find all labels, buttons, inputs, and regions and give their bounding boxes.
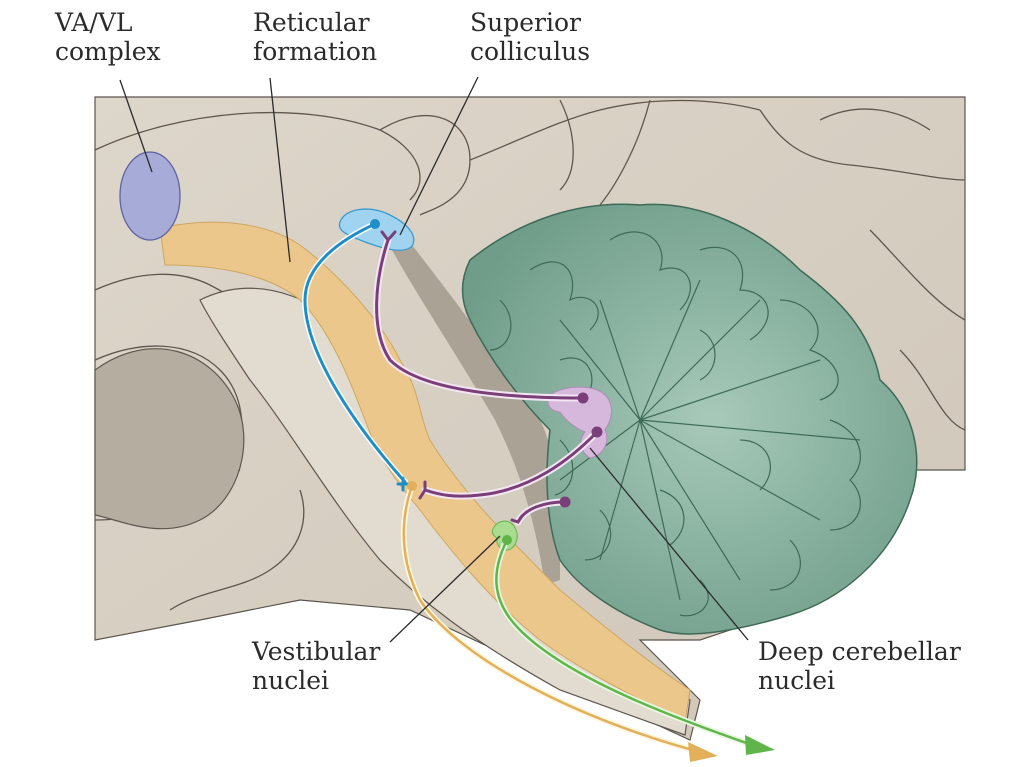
- label-line: Superior: [470, 8, 581, 37]
- ventricle-cavity: [94, 348, 245, 530]
- green-cell-body: [502, 535, 512, 545]
- pathways: [301, 219, 775, 762]
- label-line: colliculus: [470, 37, 591, 66]
- yellow-cell-body: [407, 481, 417, 491]
- purple-cell-body-3: [559, 496, 571, 508]
- leader-deep-cerebellar: [589, 447, 749, 641]
- label-line: formation: [253, 37, 378, 66]
- purple-terminal-vestibular: [510, 514, 524, 524]
- label-deep-cerebellar-nuclei: Deep cerebellar nuclei: [758, 637, 961, 695]
- leader-lines: [119, 76, 749, 643]
- fourth-ventricle-shadow: [392, 230, 560, 585]
- pathway-blue-core: [303, 222, 407, 484]
- label-line: Deep cerebellar: [758, 637, 961, 666]
- purple-cell-body-2: [591, 426, 603, 438]
- pathway-purple-reticular: [423, 430, 599, 498]
- deep-cerebellar-nuclei: [547, 386, 612, 459]
- pathway-purple-colliculus: [375, 238, 585, 400]
- label-line: complex: [55, 37, 161, 66]
- purple-terminal-reticular: [418, 480, 427, 500]
- pathway-yellow-reticulospinal: [402, 484, 702, 754]
- green-arrowhead: [745, 735, 775, 755]
- purple-terminal-colliculus: [380, 230, 397, 243]
- label-line: nuclei: [758, 666, 835, 695]
- cerebellum: [461, 203, 918, 635]
- label-line: Reticular: [253, 8, 370, 37]
- blue-cell-body: [370, 219, 380, 229]
- leader-colliculus: [399, 76, 479, 236]
- label-superior-colliculus: Superior colliculus: [470, 8, 590, 66]
- label-reticular-formation: Reticular formation: [253, 8, 377, 66]
- blue-terminal: [396, 476, 410, 492]
- purple-cell-body-1: [577, 392, 589, 404]
- leader-va-vl: [119, 79, 153, 173]
- va-vl-complex: [119, 151, 181, 241]
- label-line: Vestibular: [252, 637, 381, 666]
- leader-reticular: [269, 77, 291, 263]
- label-line: nuclei: [252, 666, 329, 695]
- label-va-vl-complex: VA/VL complex: [55, 8, 161, 66]
- leader-vestibular: [389, 535, 501, 643]
- yellow-arrowhead: [688, 742, 718, 762]
- label-vestibular-nuclei: Vestibular nuclei: [252, 637, 380, 695]
- pathway-green-vestibulospinal: [495, 538, 757, 748]
- label-line: VA/VL: [55, 8, 133, 37]
